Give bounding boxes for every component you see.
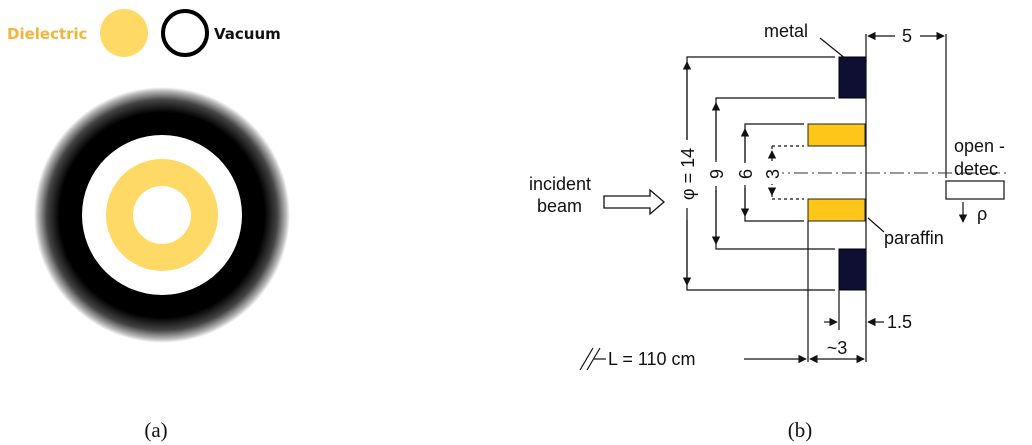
paraffin-block-bottom: [807, 198, 866, 222]
length-label: L = 110 cm: [608, 349, 696, 369]
detector-label-line1: open -: [954, 136, 1005, 156]
d9-label: 9: [707, 169, 727, 179]
vacuum-legend-label: Vacuum: [214, 25, 281, 43]
caption-b: (b): [788, 418, 813, 442]
width-label: ~3: [827, 338, 848, 358]
phi-label-bg: [677, 140, 697, 208]
thickness-label: 1.5: [887, 312, 912, 332]
paraffin-leader: [867, 217, 885, 233]
d9-label-bg: [706, 162, 726, 186]
metal-block-bottom: [838, 248, 867, 291]
panel-a: Dielectric Vacuum (a): [7, 9, 290, 442]
phi-label: φ = 14: [678, 148, 698, 200]
spacing-label: 5: [902, 26, 912, 46]
vacuum-core: [133, 186, 191, 244]
vacuum-swatch: [161, 9, 209, 57]
metal-block-top: [838, 56, 867, 99]
incident-label-line2: beam: [537, 196, 582, 216]
d6-label: 6: [736, 169, 756, 179]
incident-label-line1: incident: [529, 174, 591, 194]
rho-label: ρ: [977, 204, 987, 224]
dielectric-swatch: [100, 9, 148, 57]
paraffin-block-top: [807, 123, 866, 147]
paraffin-label: paraffin: [884, 228, 944, 248]
d3-label-bg: [762, 164, 782, 184]
incident-beam-arrow-icon: [603, 188, 665, 216]
panel-b: metal 5 φ = 14 9: [529, 21, 1010, 442]
break-mark-1: [579, 347, 594, 371]
dielectric-legend-label: Dielectric: [7, 25, 88, 43]
caption-a: (a): [144, 418, 167, 442]
d3-label: 3: [763, 169, 783, 179]
detector-label-line2: detec: [954, 159, 998, 179]
break-mark-2: [586, 347, 601, 371]
metal-label: metal: [764, 21, 808, 41]
detector-body: [945, 180, 1005, 200]
metal-leader: [819, 37, 847, 60]
d6-label-bg: [735, 163, 755, 185]
